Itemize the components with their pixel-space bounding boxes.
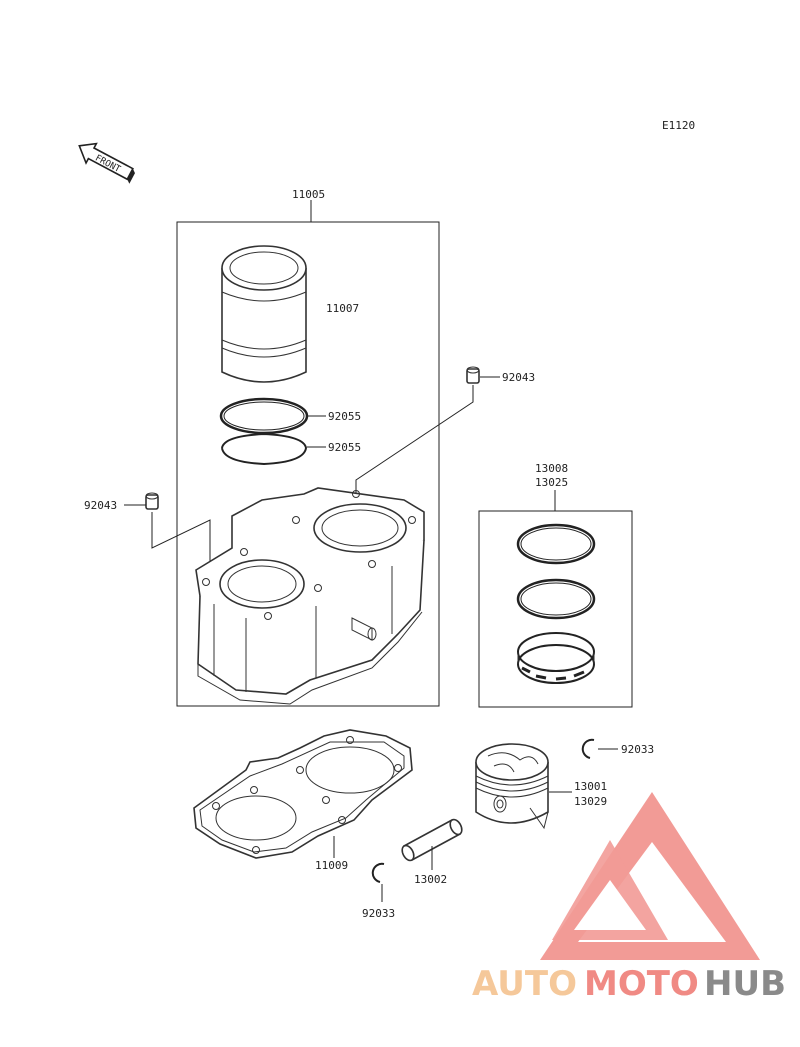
piston-ring-second-icon: [516, 578, 596, 620]
dowel-pin-right-icon: [466, 366, 480, 384]
dowel-pin-left-icon: [145, 492, 159, 510]
piston-ring-box: [478, 490, 633, 708]
cylinder-block-icon: [195, 487, 425, 705]
label-seal-ring-lower: 92055: [328, 441, 361, 454]
label-dowel-pin-left: 92043: [84, 499, 117, 512]
watermark-logo-icon: [540, 792, 760, 960]
front-arrow-icon: FRONT: [78, 142, 135, 184]
base-gasket-icon: [193, 729, 413, 859]
piston-ring-top-icon: [516, 523, 596, 565]
label-seal-ring-upper: 92055: [328, 410, 361, 423]
leader-dowel-right: [355, 385, 474, 494]
cylinder-assembly-box: [176, 200, 440, 707]
watermark-hub: HUB: [704, 964, 786, 1004]
watermark-brand: AUTO MOTO HUB: [472, 964, 786, 1004]
seal-ring-lower-icon: [221, 432, 308, 466]
label-cylinder-sleeve: 11007: [326, 302, 359, 315]
watermark-auto: AUTO: [472, 964, 577, 1004]
label-piston-b: 13029: [574, 795, 607, 808]
label-snap-ring-right: 92033: [621, 743, 654, 756]
piston-pin-icon: [401, 818, 463, 862]
label-piston-ring-b: 13025: [535, 476, 568, 489]
label-snap-ring-left: 92033: [362, 907, 395, 920]
label-piston-pin: 13002: [414, 873, 447, 886]
label-piston-ring-a: 13008: [535, 462, 568, 475]
seal-ring-upper-icon: [219, 397, 309, 435]
label-cylinder-assembly: 11005: [292, 188, 325, 201]
label-base-gasket: 11009: [315, 859, 348, 872]
diagram-code: E1120: [662, 119, 695, 132]
label-dowel-pin-right: 92043: [502, 371, 535, 384]
snap-ring-left-icon: [371, 862, 385, 883]
watermark-moto: MOTO: [584, 964, 699, 1004]
piston-icon: [475, 743, 549, 830]
snap-ring-right-icon: [581, 738, 595, 759]
leader-dowel-left: [151, 512, 211, 572]
cylinder-sleeve-icon: [221, 245, 307, 383]
oil-ring-icon: [517, 632, 595, 684]
label-piston-a: 13001: [574, 780, 607, 793]
